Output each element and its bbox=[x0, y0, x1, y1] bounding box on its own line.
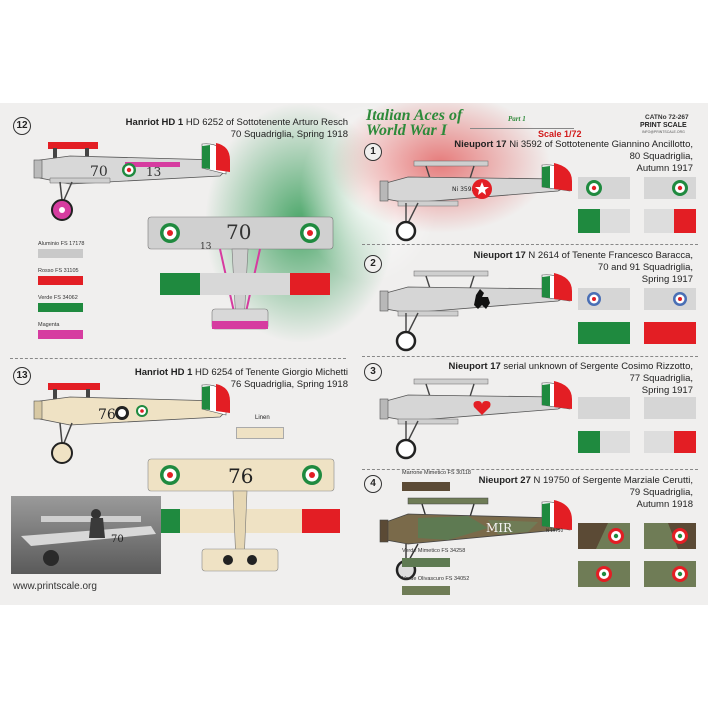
hanriot-13-wing-code: 76 bbox=[228, 464, 253, 488]
title-underline bbox=[470, 128, 574, 129]
historical-photo: 70 bbox=[11, 496, 161, 574]
profile-number-12: 12 bbox=[13, 117, 31, 135]
hanriot-12-top-view: 70 13 bbox=[147, 216, 334, 330]
swatch-aluminium-label: Aluminio FS 17178 bbox=[38, 241, 85, 247]
nieuport-27-serial: N 19750 bbox=[546, 528, 563, 533]
catalog-number: CATNo 72-267 bbox=[645, 114, 689, 121]
title-line2: World War I bbox=[366, 122, 447, 139]
profile-number-13: 13 bbox=[13, 367, 31, 385]
nieuport-2-side-profile bbox=[379, 270, 572, 352]
profile-number-3: 3 bbox=[364, 363, 382, 381]
profile-1-line2: 80 Squadriglia, bbox=[629, 150, 693, 162]
brand-email: INFO@PRINTSCALE.ORG bbox=[642, 130, 685, 134]
profile-1-line3: Autumn 1917 bbox=[636, 162, 693, 174]
profile-3-model: Nieuport 17 bbox=[448, 361, 501, 372]
hanriot-12-fuselage-code2: 13 bbox=[146, 165, 161, 179]
profile-3-line3: Spring 1917 bbox=[641, 384, 693, 396]
profile-number-2: 2 bbox=[364, 255, 382, 273]
hanriot-13-fuselage-code: 76 bbox=[98, 407, 116, 423]
sheet-title: Italian Aces of World War I bbox=[366, 107, 463, 139]
swatch-marrone bbox=[402, 482, 450, 491]
profile-2-line3: Spring 1917 bbox=[641, 273, 693, 285]
nieuport-3-side-profile bbox=[379, 378, 572, 460]
swatch-magenta-label: Magenta bbox=[38, 322, 60, 328]
nieuport-3-wing-decals bbox=[578, 397, 696, 453]
hanriot-13-side-profile: 76 bbox=[33, 383, 230, 464]
profile-4-line1: N 19750 of Sergente Marziale Cerutti, bbox=[533, 475, 693, 486]
profile-13-caption: Hanriot HD 1 HD 6254 of Tenente Giorgio … bbox=[48, 367, 348, 391]
profile-3-line1: serial unknown of Sergente Cosimo Rizzot… bbox=[503, 361, 693, 372]
swatch-magenta bbox=[38, 330, 83, 339]
profile-12-line1: HD 6252 of Sottotenente Arturo Resch bbox=[185, 117, 348, 128]
swatch-rosso-label: Rosso FS 31105 bbox=[38, 268, 79, 274]
profile-2-line1: N 2614 of Tenente Francesco Baracca, bbox=[528, 250, 693, 261]
nieuport-1-serial: Ni 3592 bbox=[452, 186, 476, 193]
right-divider-1 bbox=[362, 244, 698, 245]
swatch-verde-olivascuro bbox=[402, 586, 450, 595]
hanriot-12-wing-code: 70 bbox=[226, 220, 251, 244]
swatch-verde-mimetico bbox=[402, 558, 450, 567]
hanriot-12-wing-code2: 13 bbox=[200, 242, 212, 252]
profile-12-caption: Hanriot HD 1 HD 6252 of Sottotenente Art… bbox=[48, 117, 348, 141]
title-part: Part 1 bbox=[508, 115, 526, 123]
hanriot-12-side-profile: 70 13 bbox=[33, 142, 230, 221]
website-link[interactable]: www.printscale.org bbox=[13, 581, 97, 592]
profile-1-model: Nieuport 17 bbox=[454, 139, 507, 150]
profile-number-1: 1 bbox=[364, 143, 382, 161]
swatch-linen bbox=[236, 427, 284, 439]
scale-label: Scale 1/72 bbox=[538, 129, 582, 139]
title-line1: Italian Aces of bbox=[366, 107, 463, 124]
profile-2-caption: Nieuport 17 N 2614 of Tenente Francesco … bbox=[373, 250, 694, 286]
profile-3-caption: Nieuport 17 serial unknown of Sergente C… bbox=[373, 361, 693, 397]
swatch-rosso bbox=[38, 276, 83, 285]
hanriot-12-lower-wing bbox=[160, 273, 330, 295]
nieuport-27-fuselage-text: MIR bbox=[486, 521, 513, 535]
nieuport-27-side-profile: MIR N 19750 bbox=[379, 497, 572, 581]
profile-13-line2: 76 Squadriglia, Spring 1918 bbox=[230, 378, 348, 390]
profile-4-caption: Nieuport 27 N 19750 of Sergente Marziale… bbox=[423, 475, 693, 511]
swatch-verde-label: Verde FS 34062 bbox=[38, 295, 78, 301]
hanriot-13-top-view: 76 bbox=[140, 458, 340, 572]
brand-logo: PRINT SCALE bbox=[640, 122, 687, 129]
profile-2-line2: 70 and 91 Squadriglia, bbox=[597, 261, 693, 273]
profile-2-model: Nieuport 17 bbox=[473, 250, 526, 261]
profile-1-line1: Ni 3592 of Sottotenente Giannino Ancillo… bbox=[509, 139, 693, 150]
profile-number-4: 4 bbox=[364, 475, 382, 493]
nieuport-2-wing-decals bbox=[578, 288, 696, 344]
left-divider bbox=[10, 358, 346, 359]
nieuport-27-wing-decals bbox=[578, 523, 696, 587]
profile-13-line1: HD 6254 of Tenente Giorgio Michetti bbox=[195, 367, 348, 378]
profile-4-line3: Autumn 1918 bbox=[636, 498, 693, 510]
swatch-aluminium bbox=[38, 249, 83, 258]
right-divider-2 bbox=[362, 356, 698, 357]
profile-3-line2: 77 Squadriglia, bbox=[629, 372, 693, 384]
hanriot-12-fuselage-code: 70 bbox=[90, 164, 108, 180]
swatch-marrone-label: Marrone Mimetico FS 30118 bbox=[402, 470, 471, 476]
right-divider-3 bbox=[362, 469, 698, 470]
profile-12-line2: 70 Squadriglia, Spring 1918 bbox=[230, 128, 348, 140]
linen-label: Linen bbox=[255, 415, 270, 421]
profile-1-caption: Nieuport 17 Ni 3592 of Sottotenente Gian… bbox=[373, 139, 693, 175]
profile-4-model: Nieuport 27 bbox=[478, 475, 531, 486]
swatch-verde bbox=[38, 303, 83, 312]
swatch-verde-mimetico-label: Verde Mimetico FS 34258 bbox=[402, 548, 466, 554]
swatch-verde-olivascuro-label: Verde Olivascuro FS 34052 bbox=[402, 576, 470, 582]
profile-12-model: Hanriot HD 1 bbox=[125, 117, 184, 128]
svg-text:70: 70 bbox=[111, 534, 124, 545]
decal-instruction-sheet: 12 Hanriot HD 1 HD 6252 of Sottotenente … bbox=[0, 103, 708, 605]
profile-4-line2: 79 Squadriglia, bbox=[629, 486, 693, 498]
nieuport-1-side-profile: Ni 3592 bbox=[379, 160, 572, 242]
nieuport-1-wing-decals bbox=[578, 177, 696, 233]
profile-13-model: Hanriot HD 1 bbox=[134, 367, 193, 378]
